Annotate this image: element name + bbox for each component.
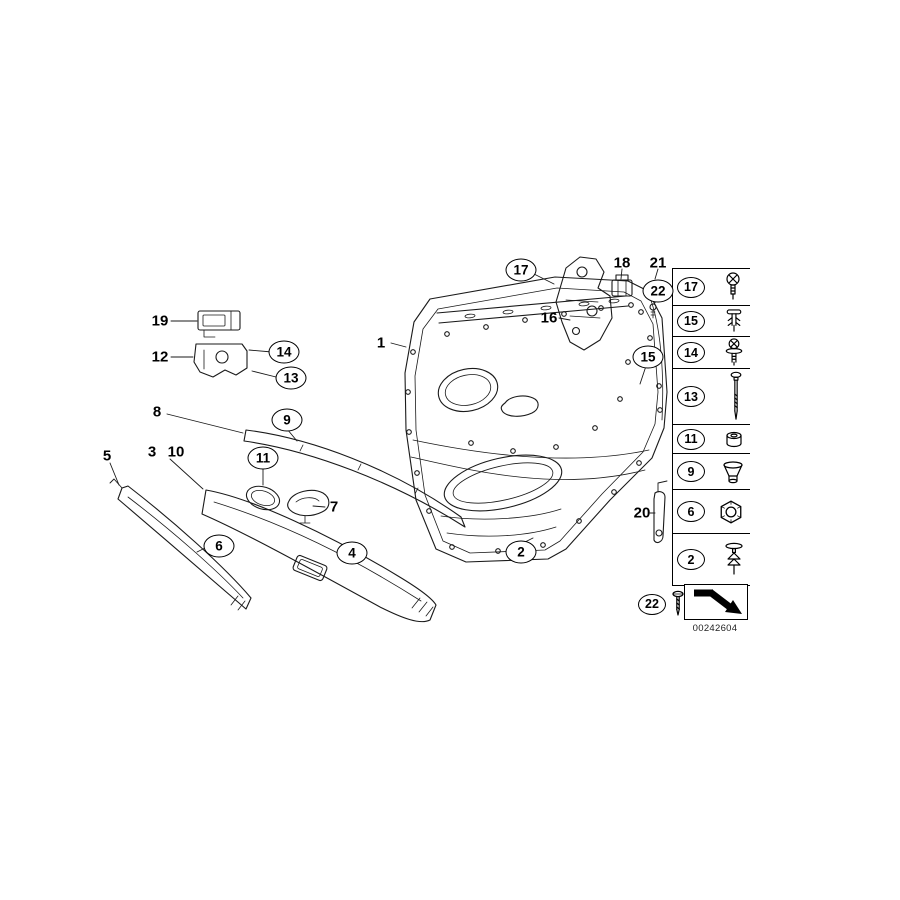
callout-7[interactable]: 7	[329, 498, 339, 516]
callout-8[interactable]: 8	[152, 403, 162, 421]
callout-12[interactable]: 12	[151, 348, 169, 366]
cap-nut-icon	[724, 429, 744, 450]
small-screw-part	[649, 303, 657, 319]
legend-row-11[interactable]: 11	[673, 425, 750, 454]
armrest-trim-3	[201, 485, 437, 623]
speaker-grille	[437, 367, 499, 413]
legend-number-14: 14	[677, 342, 705, 363]
callout-11[interactable]: 11	[247, 446, 279, 470]
screw-washer-icon	[724, 338, 744, 367]
switch-housing-19	[197, 310, 241, 338]
callout-18[interactable]: 18	[613, 254, 631, 272]
legend-footer: 22	[638, 590, 685, 618]
callout-4[interactable]: 4	[336, 541, 368, 565]
callout-2[interactable]: 2	[505, 540, 537, 564]
side-trim-5	[109, 478, 252, 611]
legend-number-9: 9	[677, 461, 705, 482]
callout-21[interactable]: 21	[649, 254, 667, 272]
armrest-recess	[443, 454, 563, 512]
legend-number-13: 13	[677, 386, 705, 407]
legend-row-9[interactable]: 9	[673, 454, 750, 490]
bracket-20	[653, 480, 668, 544]
legend-number-11: 11	[677, 428, 705, 450]
expansion-clip-icon	[724, 539, 744, 581]
legend-number-15: 15	[677, 310, 705, 332]
legend-row-6[interactable]: 6	[673, 490, 750, 534]
callout-9[interactable]: 9	[271, 408, 303, 432]
legend-row-2[interactable]: 2	[673, 534, 750, 586]
legend-number-6: 6	[677, 501, 705, 522]
callout-19[interactable]: 19	[151, 312, 169, 330]
pull-handle-trim-7	[287, 489, 330, 524]
expanding-rivet-icon	[724, 308, 744, 335]
clip-part-18	[611, 274, 633, 297]
legend-row-17[interactable]: 17	[673, 269, 750, 306]
callout-1[interactable]: 1	[376, 334, 386, 352]
legend-number-17: 17	[677, 276, 705, 298]
legend-row-14[interactable]: 14	[673, 337, 750, 369]
callout-20[interactable]: 20	[633, 504, 651, 522]
bracket-12	[193, 343, 248, 378]
door-trim-panel	[404, 276, 668, 563]
callout-5[interactable]: 5	[102, 447, 112, 465]
door-mount-bracket	[555, 256, 613, 351]
long-screw-icon	[728, 371, 744, 423]
callout-14[interactable]: 14	[268, 340, 300, 364]
callout-16[interactable]: 16	[540, 309, 558, 327]
legend-number-2: 2	[677, 549, 705, 570]
screw-icon	[671, 590, 685, 618]
hex-nut-icon	[718, 499, 744, 525]
legend-row-13[interactable]: 13	[673, 369, 750, 425]
legend-number-22: 22	[638, 593, 666, 615]
door-pull-cutout	[500, 395, 539, 417]
callout-10[interactable]: 10	[167, 443, 185, 461]
push-pin-icon	[722, 271, 744, 303]
legend-row-15[interactable]: 15	[673, 306, 750, 337]
callout-15[interactable]: 15	[632, 345, 664, 369]
callout-22[interactable]: 22	[642, 279, 674, 303]
callout-17[interactable]: 17	[505, 258, 537, 282]
leader-lines	[109, 268, 659, 553]
callout-6[interactable]: 6	[203, 534, 235, 558]
diagram-id: 00242604	[692, 623, 738, 634]
callout-3[interactable]: 3	[147, 443, 157, 461]
callout-13[interactable]: 13	[275, 366, 307, 390]
direction-arrow-symbol	[684, 584, 748, 620]
fastener-legend: 17 15 14	[672, 268, 750, 586]
trim-strip-8	[243, 429, 466, 528]
cone-grommet-icon	[722, 459, 744, 485]
